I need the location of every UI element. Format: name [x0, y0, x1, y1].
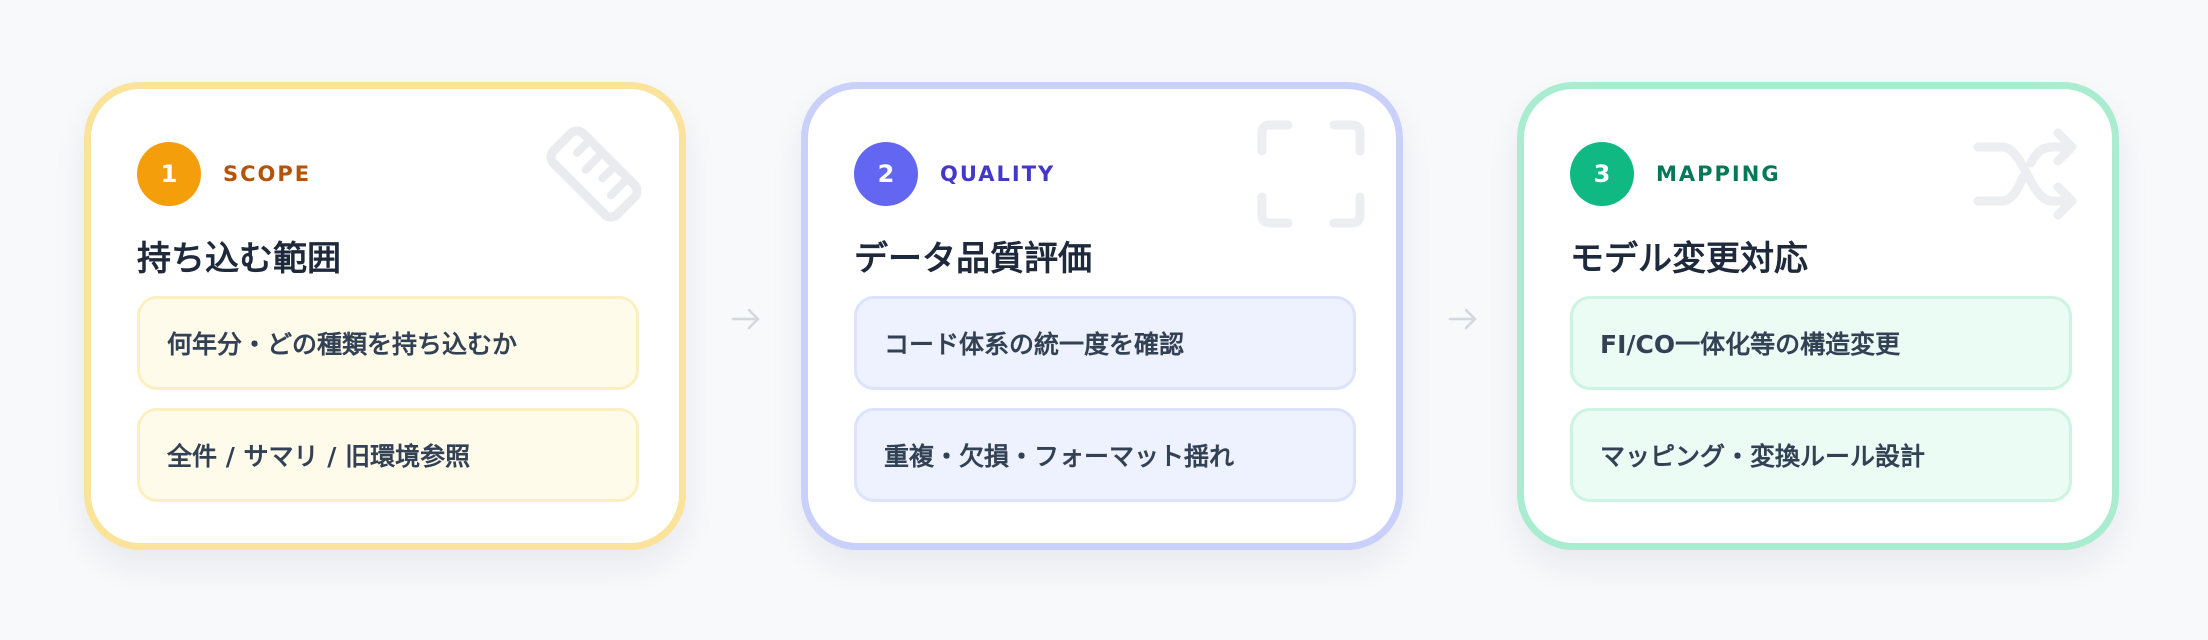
step-item: マッピング・変換ルール設計	[1570, 408, 2072, 502]
step-number-badge: 1	[137, 142, 201, 206]
step-card-quality: 2 QUALITY データ品質評価 コード体系の統一度を確認 重複・欠損・フォー…	[801, 82, 1403, 550]
arrow-right-icon	[729, 302, 763, 336]
step-item: 重複・欠損・フォーマット揺れ	[854, 408, 1356, 502]
step-header: 1 SCOPE	[137, 142, 311, 206]
arrow-right-icon	[1446, 302, 1480, 336]
step-tag: SCOPE	[223, 162, 312, 186]
step-number-badge: 3	[1570, 142, 1634, 206]
step-title: モデル変更対応	[1570, 239, 1808, 279]
scan-frame-icon	[1252, 115, 1370, 233]
step-title: データ品質評価	[854, 239, 1092, 279]
step-title: 持ち込む範囲	[137, 239, 341, 279]
step-header: 3 MAPPING	[1570, 142, 1781, 206]
shuffle-icon	[1968, 115, 2086, 233]
step-tag: MAPPING	[1656, 162, 1781, 186]
step-header: 2 QUALITY	[854, 142, 1055, 206]
step-item: 何年分・どの種類を持ち込むか	[137, 296, 639, 390]
step-card-mapping: 3 MAPPING モデル変更対応 FI/CO一体化等の構造変更 マッピング・変…	[1517, 82, 2119, 550]
step-item: 全件 / サマリ / 旧環境参照	[137, 408, 639, 502]
step-item: コード体系の統一度を確認	[854, 296, 1356, 390]
step-item: FI/CO一体化等の構造変更	[1570, 296, 2072, 390]
step-tag: QUALITY	[940, 162, 1056, 186]
step-card-scope: 1 SCOPE 持ち込む範囲 何年分・どの種類を持ち込むか 全件 / サマリ /…	[84, 82, 686, 550]
ruler-icon	[535, 115, 653, 233]
step-number-badge: 2	[854, 142, 918, 206]
